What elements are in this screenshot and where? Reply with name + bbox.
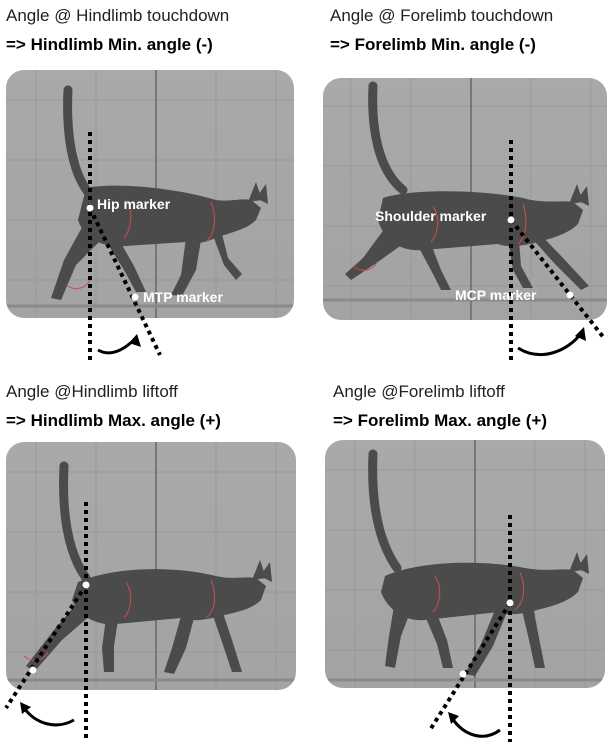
panel-title: Angle @ Hindlimb touchdown (6, 6, 229, 26)
mcp-marker-label: MCP marker (455, 287, 536, 303)
cat-render-image (6, 70, 294, 318)
panel-title: Angle @Forelimb liftoff (333, 382, 505, 402)
mtp-marker-label: MTP marker (143, 289, 223, 305)
hip-marker-label: Hip marker (97, 196, 170, 212)
cat-figure (323, 78, 607, 320)
angle-arrow-icon (452, 718, 500, 736)
cat-render-image (323, 78, 607, 320)
cat-render-image (6, 442, 296, 690)
panel-subtitle: => Forelimb Max. angle (+) (333, 411, 547, 431)
panel-subtitle: => Forelimb Min. angle (-) (330, 35, 536, 55)
shoulder-marker-label: Shoulder marker (375, 208, 486, 224)
panel-subtitle: => Hindlimb Min. angle (-) (6, 35, 213, 55)
angle-arrow-icon (98, 338, 136, 353)
cat-figure (6, 442, 296, 690)
cat-render-image (325, 440, 605, 688)
panel-subtitle: => Hindlimb Max. angle (+) (6, 411, 221, 431)
angle-arrow-icon (518, 332, 582, 355)
cat-figure (325, 440, 605, 688)
panel-title: Angle @Hindlimb liftoff (6, 382, 178, 402)
cat-figure (6, 70, 294, 318)
angle-arrow-icon (24, 708, 74, 725)
panel-title: Angle @ Forelimb touchdown (330, 6, 553, 26)
